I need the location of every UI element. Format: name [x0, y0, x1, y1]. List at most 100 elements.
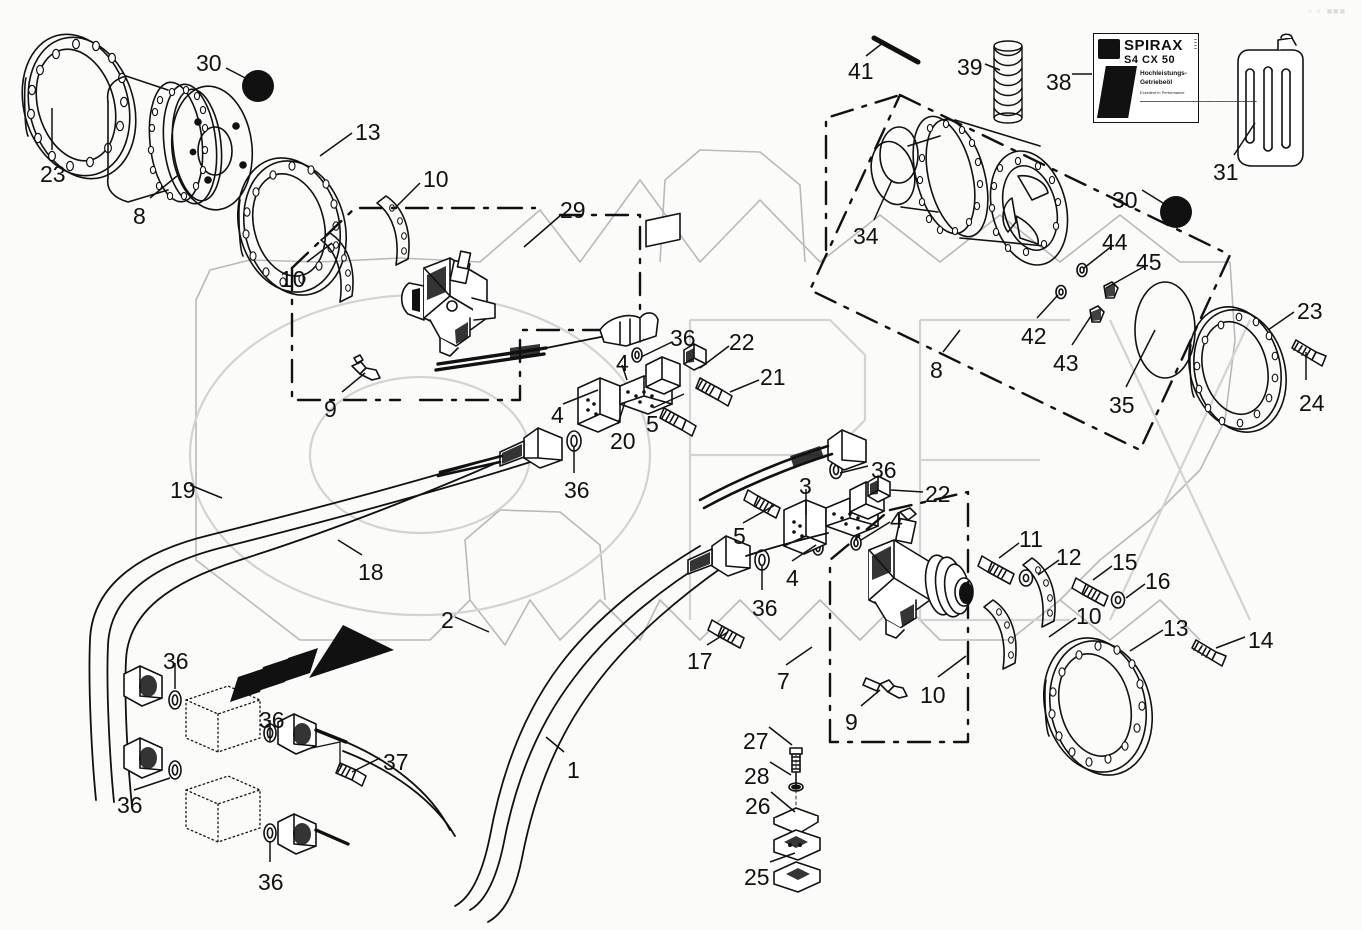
- spirax-desc-2: Getriebeöl: [1140, 79, 1173, 86]
- leader-line: [454, 616, 490, 633]
- callout-25: 25: [744, 864, 770, 890]
- leader-line: [189, 484, 223, 499]
- leader-line: [769, 761, 792, 776]
- callout-39: 39: [957, 54, 983, 80]
- callout-8: 8: [930, 357, 943, 383]
- callout-45: 45: [1136, 249, 1162, 275]
- callout-37: 37: [383, 749, 409, 775]
- leader-line: [621, 364, 628, 381]
- leader-line: [562, 389, 599, 405]
- callout-10: 10: [1076, 603, 1102, 629]
- callout-10: 10: [280, 266, 306, 292]
- leader-line: [1083, 245, 1113, 269]
- leader-line: [341, 372, 366, 393]
- shell-crown-logo: [1098, 39, 1120, 59]
- leader-line: [1036, 294, 1059, 319]
- leader-line: [768, 726, 793, 746]
- callout-17: 17: [687, 648, 713, 674]
- callout-19: 19: [170, 477, 196, 503]
- corner-watermark: ⚬⚬ ■■■: [1306, 6, 1346, 17]
- callout-12: 12: [1056, 544, 1082, 570]
- callout-7: 7: [777, 668, 790, 694]
- callout-11: 11: [1019, 526, 1043, 552]
- spirax-side-text: ▬▬▬▬: [1194, 38, 1197, 50]
- callout-36: 36: [564, 477, 590, 503]
- callout-36: 36: [752, 595, 778, 621]
- callout-4: 4: [616, 350, 629, 376]
- leader-line: [640, 341, 673, 358]
- leader-line: [742, 504, 776, 524]
- callout-41: 41: [848, 58, 874, 84]
- callout-5: 5: [646, 411, 659, 437]
- callout-36: 36: [259, 707, 285, 733]
- leader-line: [937, 655, 967, 678]
- callout-36: 36: [117, 792, 143, 818]
- callout-30: 30: [1112, 187, 1138, 213]
- leader-line: [984, 63, 1001, 71]
- leader-line: [998, 542, 1020, 559]
- callout-30: 30: [196, 50, 222, 76]
- spirax-oil-label: SPIRAX S4 CX 50 Hochleistungs- Getriebeö…: [1093, 33, 1257, 123]
- spirax-grade: S4 CX 50: [1124, 54, 1176, 66]
- leader-line: [729, 379, 760, 393]
- callout-29: 29: [560, 197, 586, 223]
- leader-line: [860, 689, 881, 707]
- leader-line: [699, 345, 730, 369]
- leader-line: [617, 401, 626, 425]
- callout-1: 1: [567, 757, 580, 783]
- callout-43: 43: [1053, 350, 1079, 376]
- corner-watermark-text: ⚬⚬ ■■■: [1306, 6, 1346, 16]
- callout-36: 36: [871, 457, 897, 483]
- leader-line: [337, 539, 363, 556]
- callout-28: 28: [744, 763, 770, 789]
- leader-line: [791, 544, 817, 562]
- leader-line: [1267, 311, 1295, 331]
- callout-10: 10: [920, 682, 946, 708]
- callout-9: 9: [324, 396, 337, 422]
- callout-22: 22: [729, 329, 755, 355]
- callout-4: 4: [786, 565, 799, 591]
- callout-2: 2: [441, 607, 454, 633]
- leader-line: [770, 791, 796, 813]
- spirax-desc-3: Exzellent in Performance: [1140, 90, 1185, 95]
- leader-line: [545, 736, 565, 753]
- leader-line: [319, 132, 353, 157]
- leader-line: [1125, 583, 1146, 599]
- callout-16: 16: [1145, 568, 1171, 594]
- callout-44: 44: [1102, 229, 1128, 255]
- callout-9: 9: [845, 709, 858, 735]
- label-black-bar: [1097, 66, 1137, 118]
- callout-26: 26: [745, 793, 771, 819]
- callout-35: 35: [1109, 392, 1135, 418]
- callout-27: 27: [743, 728, 769, 754]
- callout-24: 24: [1299, 390, 1325, 416]
- leader-line: [1141, 189, 1164, 204]
- leader-line: [149, 175, 178, 199]
- callout-23: 23: [40, 161, 66, 187]
- leader-line: [652, 393, 685, 409]
- leader-line: [1125, 329, 1156, 388]
- callout-14: 14: [1248, 627, 1274, 653]
- leader-line: [1105, 265, 1146, 289]
- callout-31: 31: [1213, 159, 1239, 185]
- callout-36: 36: [258, 869, 284, 895]
- leader-line: [523, 214, 562, 248]
- callout-34: 34: [853, 223, 879, 249]
- leader-line: [1129, 629, 1164, 652]
- leader-line: [1233, 122, 1256, 156]
- callout-18: 18: [358, 559, 384, 585]
- callout-21: 21: [760, 364, 786, 390]
- callout-23: 23: [1297, 298, 1323, 324]
- callout-36: 36: [670, 325, 696, 351]
- callout-13: 13: [1163, 615, 1189, 641]
- callout-15: 15: [1112, 549, 1138, 575]
- callout-13: 13: [355, 119, 381, 145]
- leader-line: [1037, 559, 1060, 576]
- callout-38: 38: [1046, 69, 1072, 95]
- leader-line: [225, 67, 254, 83]
- leader-line: [865, 41, 885, 57]
- leader-line: [306, 242, 333, 263]
